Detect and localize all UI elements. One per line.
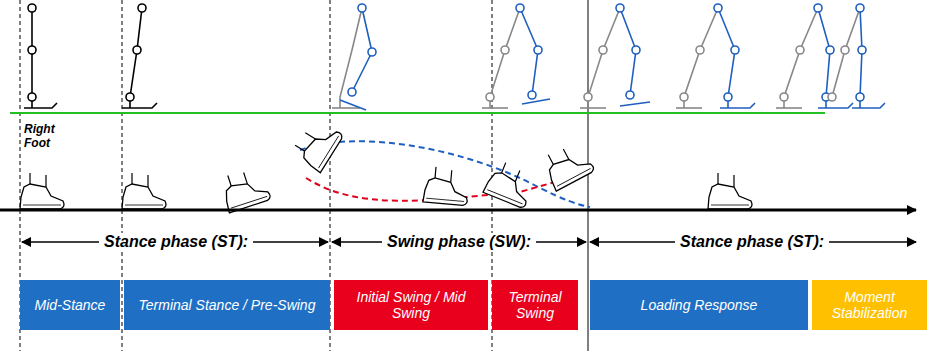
phase-name: Terminal Stance / Pre-Swing: [139, 297, 316, 313]
stick-figures: [24, 4, 885, 110]
floor-line: [10, 112, 825, 114]
trajectory-curve: [300, 141, 590, 207]
phase-bar: Terminal Swing: [492, 280, 578, 330]
phase-dividers: [20, 0, 588, 351]
phase-name: Mid-Stance: [35, 297, 106, 313]
phase-bar: Moment Stabilization: [812, 280, 927, 330]
ground-arrow: [0, 209, 916, 212]
phase-bar: Loading Response: [590, 280, 808, 330]
phase-name: Moment Stabilization: [818, 289, 921, 321]
phase-name: Terminal Swing: [498, 289, 572, 321]
phase-name: Initial Swing / Mid Swing: [340, 289, 482, 321]
phase-label: Stance phase (ST):: [99, 233, 253, 251]
phase-label: Stance phase (ST):: [675, 233, 829, 251]
foot-label: Right Foot: [24, 122, 64, 151]
phase-bar: Mid-Stance: [20, 280, 120, 330]
phase-bar: Initial Swing / Mid Swing: [334, 280, 488, 330]
phase-label: Swing phase (SW):: [382, 233, 536, 251]
phase-bar: Terminal Stance / Pre-Swing: [124, 280, 330, 330]
foot-sketches: [20, 116, 752, 212]
phase-name: Loading Response: [641, 297, 758, 313]
